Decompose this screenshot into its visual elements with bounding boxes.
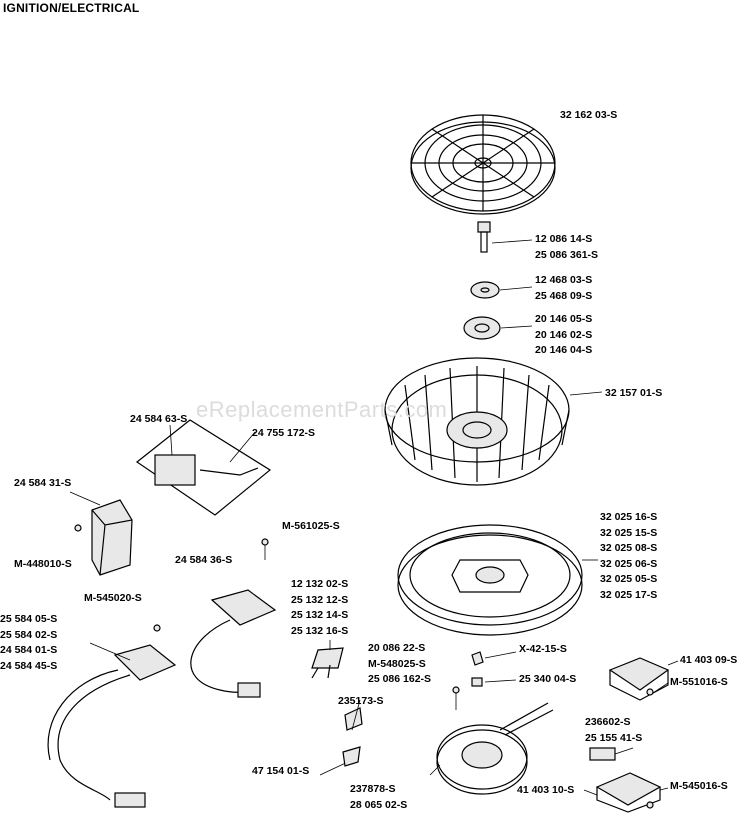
- ignition-module-icon: [69, 491, 133, 576]
- ignition-kit-box-icon: [135, 419, 272, 516]
- label-screw-m551[interactable]: M-551016-S: [670, 676, 728, 688]
- label-pin[interactable]: 25 340 04-S: [519, 673, 577, 685]
- label-clip-top[interactable]: 235173-S: [338, 695, 384, 707]
- label-key[interactable]: X-42-15-S: [519, 643, 567, 655]
- rectifier-icon: [608, 657, 679, 701]
- label-module[interactable]: 24 584 31-S: [14, 477, 72, 489]
- label-regulator[interactable]: 41 403 10-S: [517, 784, 575, 796]
- flywheel-icon: [397, 524, 598, 636]
- label-screw-m448[interactable]: M-448010-S: [14, 558, 72, 570]
- key-and-pin-icon: [452, 651, 517, 710]
- washer-icon: [470, 281, 533, 299]
- retainer-icon: [463, 316, 533, 340]
- label-screw-m561[interactable]: M-561025-S: [282, 520, 340, 532]
- screw-icon: [477, 221, 533, 253]
- fan-screen-icon: [410, 114, 556, 215]
- label-ignition-kit[interactable]: 24 584 63-S: [130, 413, 188, 425]
- spark-plug-icon: [311, 640, 344, 679]
- label-rectifier[interactable]: 41 403 09-S: [680, 654, 738, 666]
- label-lead-kit[interactable]: 24 755 172-S: [252, 427, 316, 439]
- wire-clip-icon: [319, 699, 363, 776]
- watermark-text: eReplacementParts.com: [196, 397, 448, 422]
- ignition-coil-left-icon: [47, 624, 177, 808]
- label-screw-m545[interactable]: M-545020-S: [84, 592, 142, 604]
- ignition-coil-right-icon: [190, 538, 277, 698]
- label-fan-screen[interactable]: 32 162 03-S: [560, 109, 618, 121]
- label-coil-right[interactable]: 24 584 36-S: [175, 554, 233, 566]
- regulator-icon: [583, 772, 669, 813]
- diode-icon: [589, 747, 634, 761]
- stator-icon: [429, 702, 554, 795]
- label-screw-m545b[interactable]: M-545016-S: [670, 780, 728, 792]
- label-clip-bottom[interactable]: 47 154 01-S: [252, 765, 310, 777]
- cooling-fan-icon: [384, 357, 603, 486]
- label-fan[interactable]: 32 157 01-S: [605, 387, 663, 399]
- page-title: IGNITION/ELECTRICAL: [3, 1, 140, 15]
